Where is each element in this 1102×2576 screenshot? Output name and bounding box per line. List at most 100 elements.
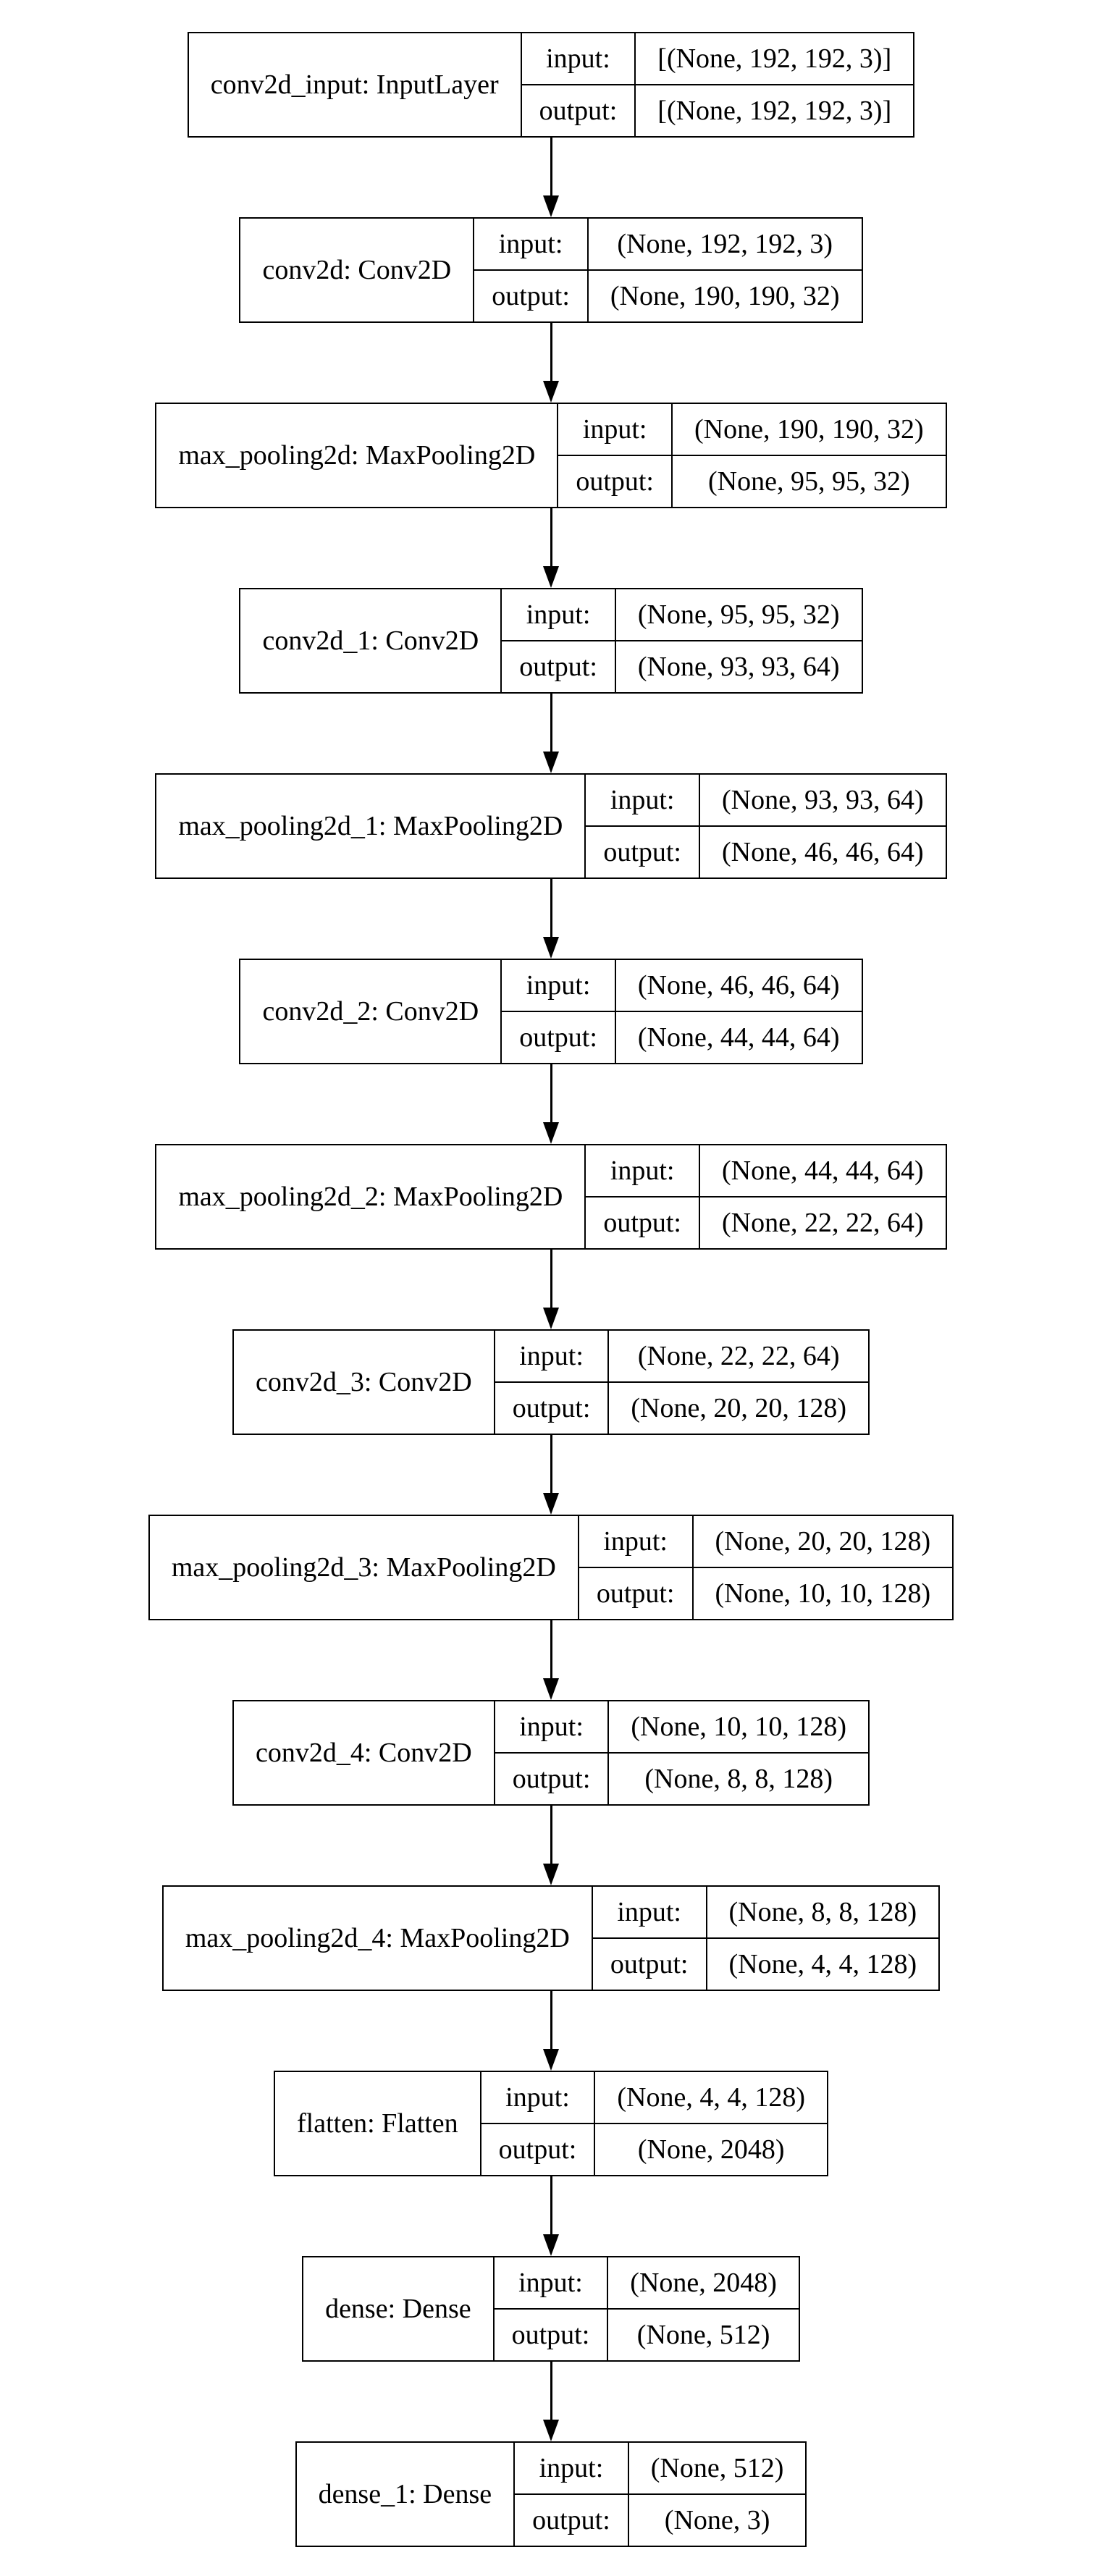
layer-name: dense: Dense	[303, 2257, 495, 2360]
layer-node: conv2d_2: Conv2D input: (None, 46, 46, 6…	[239, 959, 863, 1064]
output-label: output:	[579, 1568, 694, 1619]
edge-connector	[543, 2176, 559, 2256]
layer-node: flatten: Flatten input: (None, 4, 4, 128…	[274, 2071, 828, 2176]
output-label: output:	[586, 1197, 700, 1248]
input-shape: (None, 10, 10, 128)	[609, 1701, 869, 1754]
output-shape: (None, 22, 22, 64)	[722, 1208, 924, 1238]
edge-connector	[543, 879, 559, 959]
output-label: output:	[495, 2310, 609, 2360]
output-label: output:	[495, 1383, 610, 1434]
input-shape: (None, 95, 95, 32)	[615, 589, 862, 641]
output-shape: (None, 3)	[664, 2505, 770, 2535]
arrow-head-icon	[543, 1122, 559, 1144]
input-label: input:	[481, 2072, 596, 2124]
output-shape: (None, 93, 93, 64)	[637, 652, 840, 682]
input-label: input:	[558, 404, 673, 456]
layer-node: max_pooling2d_4: MaxPooling2D input: (No…	[161, 1885, 941, 1991]
edge-connector	[543, 1620, 559, 1700]
output-shape: (None, 2048)	[637, 2134, 785, 2165]
arrow-line	[550, 2362, 552, 2420]
arrow-head-icon	[543, 937, 559, 959]
output-shape: (None, 44, 44, 64)	[637, 1022, 840, 1053]
edge-connector	[543, 323, 559, 403]
input-label: input:	[521, 33, 636, 85]
layer-name: conv2d_3: Conv2D	[234, 1331, 495, 1434]
output-label: output:	[586, 827, 700, 877]
arrow-line	[550, 879, 552, 938]
input-shape: (None, 44, 44, 64)	[700, 1145, 946, 1197]
model-graph: conv2d_input: InputLayer input: [(None, …	[0, 32, 1102, 2547]
layer-name: conv2d: Conv2D	[240, 219, 475, 321]
input-label: input:	[495, 1701, 610, 1754]
input-shape: (None, 8, 8, 128)	[707, 1887, 939, 1939]
input-shape: (None, 190, 190, 32)	[673, 404, 946, 456]
input-shape: (None, 512)	[628, 2443, 806, 2495]
edge-connector	[543, 138, 559, 217]
output-label: output:	[558, 456, 673, 507]
arrow-head-icon	[543, 566, 559, 588]
output-shape: [(None, 192, 192, 3)]	[657, 96, 892, 126]
layer-node: max_pooling2d_3: MaxPooling2D input: (No…	[148, 1515, 954, 1620]
layer-name: conv2d_input: InputLayer	[189, 33, 522, 136]
output-shape: (None, 10, 10, 128)	[715, 1578, 931, 1609]
edge-connector	[543, 694, 559, 773]
arrow-line	[550, 694, 552, 752]
output-shape: (None, 4, 4, 128)	[728, 1949, 917, 1979]
arrow-head-icon	[543, 381, 559, 403]
arrow-line	[550, 138, 552, 196]
layer-name: conv2d_2: Conv2D	[240, 960, 502, 1063]
input-shape: (None, 22, 22, 64)	[609, 1331, 869, 1383]
edge-connector	[543, 1250, 559, 1329]
arrow-line	[550, 1435, 552, 1494]
layer-name: max_pooling2d_1: MaxPooling2D	[156, 775, 586, 877]
input-label: input:	[592, 1887, 707, 1939]
arrow-head-icon	[543, 195, 559, 217]
edge-connector	[543, 1064, 559, 1144]
layer-node: conv2d_input: InputLayer input: [(None, …	[187, 32, 915, 138]
layer-node: dense: Dense input: (None, 2048) output:…	[302, 2256, 800, 2362]
input-label: input:	[495, 1331, 610, 1383]
output-label: output:	[522, 85, 636, 136]
input-shape: (None, 46, 46, 64)	[615, 960, 862, 1012]
layer-name: conv2d_1: Conv2D	[240, 589, 502, 692]
arrow-line	[550, 1064, 552, 1123]
layer-node: max_pooling2d_2: MaxPooling2D input: (No…	[155, 1144, 947, 1250]
arrow-line	[550, 2176, 552, 2235]
arrow-line	[550, 508, 552, 567]
output-label: output:	[502, 1012, 616, 1063]
input-shape: (None, 93, 93, 64)	[700, 775, 946, 827]
edge-connector	[543, 1991, 559, 2071]
input-label: input:	[502, 589, 616, 641]
input-shape: (None, 20, 20, 128)	[693, 1516, 953, 1568]
input-label: input:	[579, 1516, 694, 1568]
arrow-head-icon	[543, 1864, 559, 1885]
arrow-head-icon	[543, 2420, 559, 2441]
output-label: output:	[502, 641, 616, 692]
input-label: input:	[515, 2443, 629, 2495]
layer-name: conv2d_4: Conv2D	[234, 1701, 495, 1804]
arrow-head-icon	[543, 1308, 559, 1329]
layer-name: max_pooling2d_3: MaxPooling2D	[150, 1516, 579, 1619]
arrow-head-icon	[543, 2234, 559, 2256]
output-shape: (None, 46, 46, 64)	[722, 837, 924, 867]
input-shape: [(None, 192, 192, 3)]	[636, 33, 914, 85]
output-label: output:	[495, 1754, 610, 1804]
layer-node: conv2d_3: Conv2D input: (None, 22, 22, 6…	[232, 1329, 870, 1435]
output-shape: (None, 190, 190, 32)	[610, 281, 840, 311]
layer-name: dense_1: Dense	[297, 2443, 516, 2546]
output-label: output:	[593, 1939, 707, 1990]
input-shape: (None, 4, 4, 128)	[595, 2072, 827, 2124]
output-shape: (None, 95, 95, 32)	[708, 466, 910, 497]
arrow-line	[550, 1620, 552, 1679]
output-shape: (None, 512)	[636, 2320, 770, 2350]
layer-node: conv2d_1: Conv2D input: (None, 95, 95, 3…	[239, 588, 863, 694]
edge-connector	[543, 508, 559, 588]
arrow-head-icon	[543, 752, 559, 773]
edge-connector	[543, 1806, 559, 1885]
input-shape: (None, 2048)	[608, 2257, 799, 2310]
output-shape: (None, 8, 8, 128)	[644, 1764, 833, 1794]
input-label: input:	[494, 2257, 609, 2310]
layer-name: max_pooling2d: MaxPooling2D	[156, 404, 559, 507]
input-shape: (None, 192, 192, 3)	[588, 219, 862, 271]
edge-connector	[543, 2362, 559, 2441]
